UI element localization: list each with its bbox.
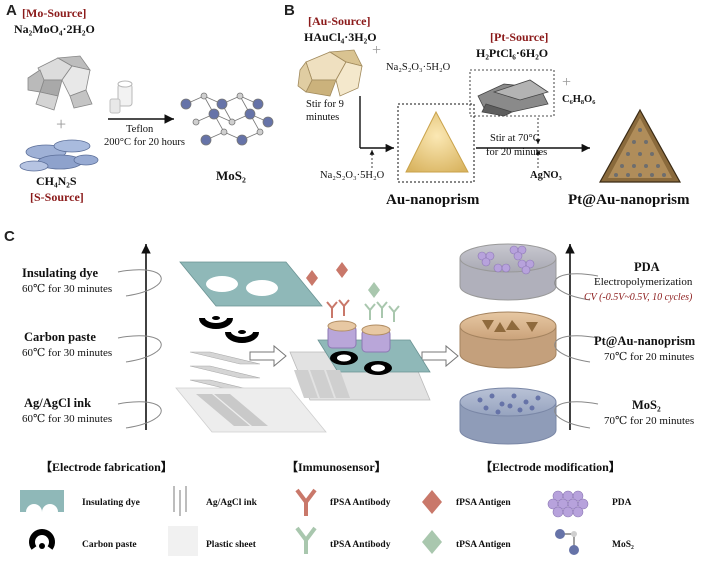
stir-condition-2a: Stir at 70°C <box>490 133 540 144</box>
pda-icon <box>547 490 589 518</box>
ag-agcl-ink-icon <box>173 486 187 516</box>
mos2-lattice <box>180 92 274 146</box>
step-carbon-paste-condition: 60℃ for 30 minutes <box>22 347 113 359</box>
insulating-window-right <box>246 280 278 296</box>
step-pt-au-condition: 70℃ for 20 minutes <box>604 351 695 363</box>
fpsa-antibody-icon <box>295 488 317 516</box>
section-electrode-modification: 【Electrode modification】 <box>480 460 621 474</box>
stir-condition-2b: for 20 minutes <box>486 147 548 158</box>
step-agagcl-ink: Ag/AgCl ink <box>24 396 92 410</box>
ascorbic-acid-label: C₆H₈O₆ <box>562 94 596 105</box>
au-formula: HAuCl₄·3H₂O <box>304 30 377 44</box>
au-nanoprism-label: Au-nanoprism <box>386 192 480 208</box>
legend-plastic-sheet: Plastic sheet <box>206 540 256 550</box>
legend-fpsa-antigen: fPSA Antigen <box>456 498 511 508</box>
pt-source-crystals <box>477 79 549 117</box>
mos2-disc <box>459 387 557 445</box>
legend-agagcl-ink: Ag/AgCl ink <box>206 498 257 508</box>
process-arrow-1 <box>249 344 287 368</box>
panel-a-letter: A <box>6 2 17 19</box>
pt-formula: H₂PtCl₆·6H₂O <box>476 46 549 60</box>
pt-au-disc <box>459 311 557 369</box>
process-arrow-2 <box>421 344 459 368</box>
mo-formula: Na₂MoO₄·2H₂O <box>14 22 95 36</box>
fpsa-antigen-floating <box>336 262 348 278</box>
pt-source-label: [Pt-Source] <box>490 30 549 44</box>
mo-source-crystals <box>27 55 93 111</box>
pt-au-nanoprism-label: Pt@Au-nanoprism <box>568 192 690 208</box>
au-source-label: [Au-Source] <box>308 14 371 28</box>
step-mos2-condition: 70℃ for 20 minutes <box>604 415 695 427</box>
step-insulating-dye: Insulating dye <box>22 266 99 280</box>
pt-au-nanoprism-icon <box>598 108 682 183</box>
plus-sign-a: + <box>56 114 67 134</box>
legend-pda: PDA <box>612 498 632 508</box>
s-source-discs <box>19 139 99 172</box>
s-source-label: [S-Source] <box>30 190 84 204</box>
legend-insulating-dye: Insulating dye <box>82 498 140 508</box>
pda-disc <box>459 243 557 301</box>
legend-mos2: MoS₂ <box>612 540 634 550</box>
fpsa-antigen-floating <box>306 270 318 286</box>
tpsa-antigen-floating <box>368 282 380 298</box>
thiosulfate-label-1: Na₂S₂O₃·5H₂O <box>386 62 451 73</box>
s-formula: CH₄N₂S <box>36 174 77 188</box>
mos2-icon <box>555 529 579 555</box>
au-nanoprism-box <box>397 103 475 183</box>
tpsa-antigen-icon <box>422 530 442 554</box>
step-pda-method: Electropolymerization <box>594 276 693 288</box>
mos2-product-label: MoS₂ <box>216 168 246 183</box>
immunosensor-device <box>289 320 431 401</box>
insulating-window-left <box>206 276 238 292</box>
vessel-label: Teflon <box>126 124 154 135</box>
legend-tpsa-antibody: tPSA Antibody <box>330 540 391 550</box>
immunosensor-biomolecules <box>326 299 400 322</box>
plastic-sheet-strips <box>196 394 268 426</box>
step-pda-cv-condition: CV (-0.5V~0.5V, 10 cycles) <box>584 292 693 303</box>
plastic-sheet-icon <box>168 526 198 556</box>
step-insulating-dye-condition: 60℃ for 30 minutes <box>22 283 113 295</box>
carbon-paste-icon <box>29 529 55 550</box>
mo-source-label: [Mo-Source] <box>22 6 87 20</box>
au-nanoprism-icon <box>405 110 469 173</box>
fpsa-antigen-icon <box>422 490 442 514</box>
section-immunosensor: 【Immunosensor】 <box>286 460 387 474</box>
pt-source-box <box>469 69 555 117</box>
legend-carbon-paste: Carbon paste <box>82 540 137 550</box>
plus-sign-b2: + <box>562 74 572 91</box>
legend-tpsa-antigen: tPSA Antigen <box>456 540 511 550</box>
step-pda: PDA <box>634 260 660 274</box>
panel-c-letter: C <box>4 228 15 245</box>
reaction-condition-a: 200°C for 20 hours <box>104 137 185 148</box>
right-step-arrows <box>554 273 599 429</box>
thiosulfate-label-2: Na₂S₂O₃·5H₂O <box>320 170 385 181</box>
step-mos2: MoS₂ <box>632 398 661 412</box>
legend-fpsa-antibody: fPSA Antibody <box>330 498 391 508</box>
silver-nitrate-label: AgNO₃ <box>530 170 562 181</box>
stir-condition-1: Stir for 9 minutes <box>306 99 344 123</box>
panel-b-letter: B <box>284 2 295 19</box>
section-electrode-fabrication: 【Electrode fabrication】 <box>40 460 173 474</box>
left-step-arrows <box>117 269 162 429</box>
au-source-crystals <box>297 49 363 97</box>
teflon-vessel-icon <box>109 80 133 114</box>
plus-sign-b1: + <box>372 42 382 59</box>
carbon-paste-layer <box>199 316 259 343</box>
step-agagcl-ink-condition: 60℃ for 30 minutes <box>22 413 113 425</box>
tpsa-antibody-icon <box>295 526 317 554</box>
step-pt-au: Pt@Au-nanoprism <box>594 334 696 348</box>
insulating-dye-icon <box>20 490 64 512</box>
step-carbon-paste: Carbon paste <box>24 330 96 344</box>
